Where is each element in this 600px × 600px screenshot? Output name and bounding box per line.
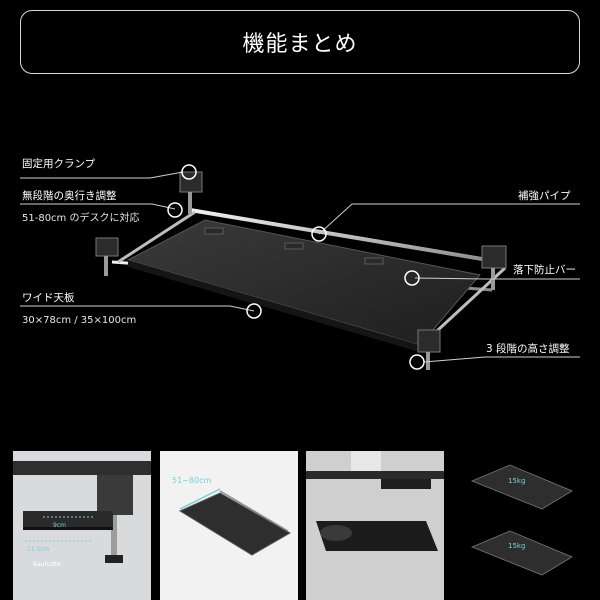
leader-fallbar <box>414 277 580 280</box>
board-clip-3 <box>364 257 384 265</box>
thumb4-load-top: 15kg <box>508 477 525 485</box>
label-height-adjust: 3 段階の高さ調整 <box>486 343 570 355</box>
label-wide-top: ワイド天板 <box>22 292 75 304</box>
label-reinforce-pipe: 補強パイプ <box>518 190 571 202</box>
leader-top <box>20 305 255 312</box>
thumbnail-desk-setup <box>306 451 444 600</box>
label-fall-bar: 落下防止バー <box>513 264 576 276</box>
clamp-left <box>95 237 119 276</box>
thumb4-load-bottom: 15kg <box>508 542 525 550</box>
side-rail-left <box>117 210 196 264</box>
thumbnail-clamp-detail: 9cm 11.5cm Bauhutte <box>13 451 151 600</box>
label-clamp: 固定用クランプ <box>22 158 96 170</box>
label-depth-adjust: 無段階の奥行き調整 <box>22 190 117 202</box>
clamp-right <box>481 245 507 290</box>
marker-pipe <box>311 226 327 242</box>
thumb1-brand: Bauhutte <box>33 561 61 568</box>
reinforce-pipe-left <box>189 208 501 264</box>
page-title: 機能まとめ <box>242 32 358 57</box>
leader-height <box>423 356 580 363</box>
marker-height <box>409 354 425 370</box>
thumbnail-load-capacity: 15kg 15kg <box>452 451 590 600</box>
marker-fallbar <box>404 270 420 286</box>
clamp-bottom <box>417 329 441 370</box>
thumb2-range-label: 51~80cm <box>172 476 211 485</box>
board-edge <box>128 260 420 352</box>
header-frame: 機能まとめ <box>20 10 580 74</box>
desk-board <box>126 219 481 346</box>
board-clip-1 <box>204 227 224 235</box>
label-depth-range: 51-80cm のデスクに対応 <box>22 213 140 224</box>
leader-depth <box>20 203 176 210</box>
clamp-top-left <box>179 171 203 214</box>
marker-clamp <box>181 164 197 180</box>
board-clip-2 <box>284 242 304 250</box>
thumb1-measure-11-5cm: 11.5cm <box>27 546 50 553</box>
leader-pipe <box>318 203 580 235</box>
marker-top <box>246 303 262 319</box>
thumbnail-depth-range: 51~80cm <box>160 451 298 600</box>
label-top-sizes: 30×78cm / 35×100cm <box>22 315 137 326</box>
marker-depth <box>167 202 183 218</box>
product-diagram <box>20 164 580 370</box>
thumb1-measure-9cm: 9cm <box>53 522 66 529</box>
leader-clamp <box>20 171 184 179</box>
